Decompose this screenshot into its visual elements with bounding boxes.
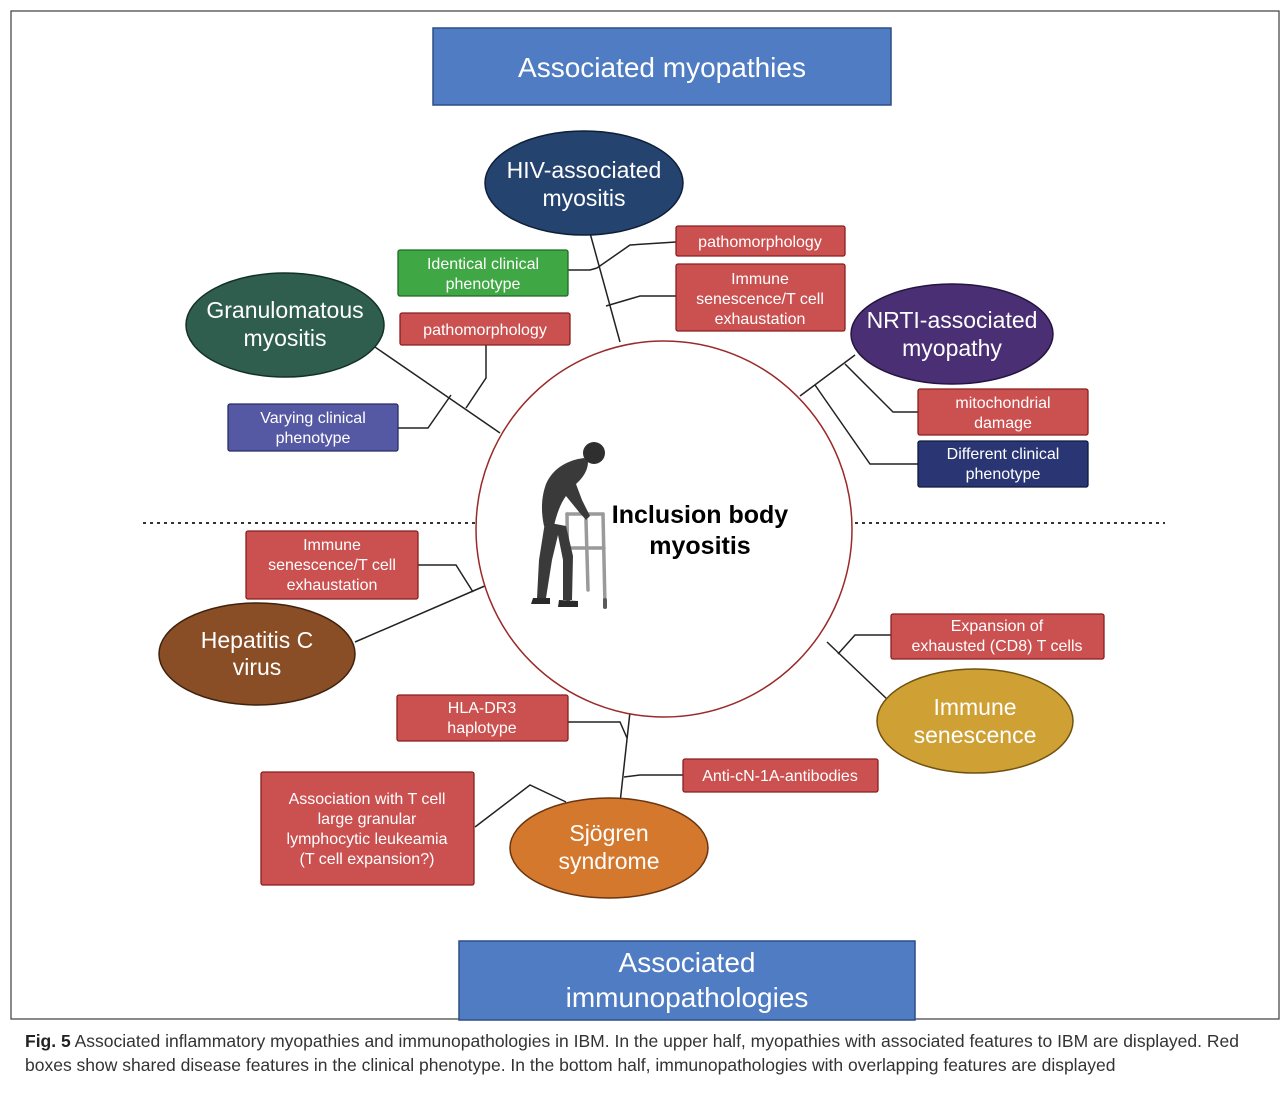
feature-sjogren-lgl-line1: Association with T cell (289, 791, 446, 808)
feature-hiv-immune-line2: senescence/T cell (696, 291, 824, 308)
feature-gran-varying-line2: phenotype (276, 430, 351, 447)
disease-hiv-line1: HIV-associated (507, 157, 662, 183)
feature-sjogren-hla-line2: haplotype (447, 720, 516, 737)
central-ibm-circle (475, 340, 853, 718)
disease-granulomatous-line2: myositis (243, 325, 326, 351)
elderly-walker-icon (531, 442, 607, 609)
feature-sjogren-hla: HLA-DR3 haplotype (396, 694, 569, 742)
feature-hcv-immune-line3: exhaustation (287, 577, 378, 594)
feature-hcv-immune-line2: senescence/T cell (268, 557, 396, 574)
disease-nrti: NRTI-associated myopathy (850, 283, 1054, 385)
feature-sjogren-anti-cn1a-text: Anti-cN-1A-antibodies (702, 768, 858, 785)
feature-immune-expansion: Expansion of exhausted (CD8) T cells (890, 613, 1105, 660)
connector-lines (354, 232, 918, 828)
figure-caption: Fig. 5 Associated inflammatory myopathie… (25, 1029, 1270, 1077)
feature-hiv-immune-senescence: Immune senescence/T cell exhaustation (675, 263, 846, 332)
feature-gran-pathomorphology-text: pathomorphology (423, 322, 547, 339)
disease-sjogren-line1: Sjögren (569, 820, 648, 846)
feature-hcv-immune-senescence: Immune senescence/T cell exhaustation (245, 530, 419, 600)
feature-sjogren-lgl-line2: large granular (318, 811, 417, 828)
disease-granulomatous: Granulomatous myositis (185, 272, 385, 378)
feature-hiv-pathomorphology: pathomorphology (675, 225, 846, 257)
feature-hiv-identical-line2: phenotype (446, 276, 521, 293)
feature-hiv-immune-line3: exhaustation (715, 311, 806, 328)
feature-hiv-identical-line1: Identical clinical (427, 256, 539, 273)
feature-nrti-mitochondrial: mitochondrial damage (917, 388, 1089, 436)
header-immunopathologies-line1: Associated (619, 947, 756, 978)
disease-hiv-line2: myositis (542, 185, 625, 211)
figure-caption-text: Associated inflammatory myopathies and i… (25, 1031, 1239, 1075)
feature-gran-varying-phenotype: Varying clinical phenotype (227, 403, 399, 452)
disease-immune-line1: Immune (933, 694, 1016, 720)
disease-nrti-line1: NRTI-associated (867, 307, 1038, 333)
disease-hepatitis-c: Hepatitis C virus (158, 602, 356, 706)
feature-immune-expansion-line1: Expansion of (951, 618, 1044, 635)
feature-nrti-different-line1: Different clinical (947, 446, 1060, 463)
figure-caption-label: Fig. 5 (25, 1031, 71, 1051)
disease-sjogren: Sjögren syndrome (509, 797, 709, 899)
header-associated-myopathies (432, 27, 892, 106)
feature-immune-expansion-line2: exhausted (CD8) T cells (911, 638, 1082, 655)
feature-nrti-different-phenotype: Different clinical phenotype (917, 440, 1089, 488)
disease-sjogren-line2: syndrome (559, 848, 660, 874)
disease-granulomatous-line1: Granulomatous (206, 297, 363, 323)
feature-sjogren-lgl: Association with T cell large granular l… (260, 771, 475, 886)
feature-hcv-immune-line1: Immune (303, 537, 361, 554)
feature-hiv-pathomorphology-text: pathomorphology (698, 234, 822, 251)
feature-hiv-identical-phenotype: Identical clinical phenotype (397, 249, 569, 297)
header-immunopathologies-line2: immunopathologies (566, 982, 809, 1013)
feature-sjogren-hla-line1: HLA-DR3 (448, 700, 517, 717)
feature-hiv-immune-line1: Immune (731, 271, 789, 288)
disease-immune-line2: senescence (914, 722, 1037, 748)
disease-nrti-line2: myopathy (902, 335, 1002, 361)
feature-nrti-mitochondrial-line2: damage (974, 415, 1032, 432)
feature-gran-varying-line1: Varying clinical (260, 410, 366, 427)
header-associated-immunopathologies (458, 940, 916, 1021)
central-label-line1: Inclusion body (612, 501, 788, 529)
feature-sjogren-lgl-line4: (T cell expansion?) (300, 851, 435, 868)
disease-immune-senescence: Immune senescence (876, 668, 1074, 774)
disease-hepatitis-line1: Hepatitis C (201, 627, 313, 653)
feature-sjogren-anti-cn1a: Anti-cN-1A-antibodies (682, 758, 879, 793)
feature-nrti-mitochondrial-line1: mitochondrial (955, 395, 1050, 412)
feature-gran-pathomorphology: pathomorphology (399, 312, 571, 346)
feature-sjogren-lgl-line3: lymphocytic leukeamia (287, 831, 448, 848)
disease-hepatitis-line2: virus (233, 654, 282, 680)
header-associated-myopathies-text: Associated myopathies (518, 52, 806, 83)
feature-nrti-different-line2: phenotype (966, 466, 1041, 483)
disease-hiv: HIV-associated myositis (484, 130, 684, 236)
central-label-line2: myositis (649, 532, 750, 560)
